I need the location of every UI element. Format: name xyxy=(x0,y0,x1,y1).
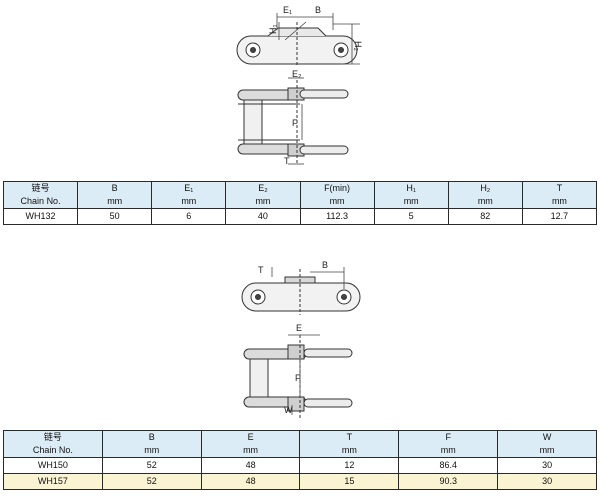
link-plate-top-view xyxy=(241,269,361,315)
label-f: F xyxy=(292,118,298,128)
label-h2: H₂ xyxy=(353,41,363,51)
cell-h2: 82 xyxy=(447,208,523,225)
cell-f: 86.4 xyxy=(398,457,499,474)
cell-f-min: 112.3 xyxy=(299,208,375,225)
cell-chain-no: WH157 xyxy=(3,473,103,490)
dimension-lines-side xyxy=(288,77,304,165)
label-e: E xyxy=(296,323,302,333)
label-f: F xyxy=(295,373,301,383)
header-cell: F(min)mm xyxy=(299,181,375,209)
cell-e2: 40 xyxy=(225,208,301,225)
chain-side-view xyxy=(243,335,353,419)
label-b: B xyxy=(322,260,328,270)
cell-e: 48 xyxy=(200,457,301,474)
dimension-lines-top xyxy=(276,13,360,65)
link-plate-top-view xyxy=(236,22,358,66)
label-e2: E₂ xyxy=(292,69,302,79)
table-row: WH132 50 6 40 112.3 5 82 12.7 xyxy=(2,208,598,225)
cell-f: 90.3 xyxy=(398,473,499,490)
chain-drawing-wh132: E₁ B H₁ H₂ E₂ F T xyxy=(236,5,363,166)
cell-b: 50 xyxy=(77,208,153,225)
chain-side-view xyxy=(237,80,349,164)
cell-b: 52 xyxy=(101,473,202,490)
label-w: W xyxy=(284,405,293,415)
cell-w: 30 xyxy=(497,457,597,474)
label-t: T xyxy=(284,156,290,166)
label-h1: H₁ xyxy=(268,24,278,34)
chain-drawing-wh150-wh157: T B E F W xyxy=(241,260,361,419)
cell-h1: 5 xyxy=(373,208,449,225)
table-row: WH150 52 48 12 86.4 30 xyxy=(3,457,597,474)
label-b: B xyxy=(315,5,321,15)
cell-chain-no: WH150 xyxy=(3,457,103,474)
label-e1: E₁ xyxy=(283,5,292,15)
cell-e1: 6 xyxy=(151,208,227,225)
cell-chain-no: WH132 xyxy=(2,208,79,225)
cell-e: 48 xyxy=(200,473,301,490)
dimension-lines-top xyxy=(271,267,345,289)
cell-b: 52 xyxy=(101,457,202,474)
cell-t: 15 xyxy=(299,473,400,490)
cell-t: 12.7 xyxy=(521,208,598,225)
label-t-top: T xyxy=(258,265,264,275)
cell-w: 30 xyxy=(497,473,597,490)
cell-t: 12 xyxy=(299,457,400,474)
table-row: WH157 52 48 15 90.3 30 xyxy=(3,473,597,490)
dimension-lines-side xyxy=(288,334,320,415)
